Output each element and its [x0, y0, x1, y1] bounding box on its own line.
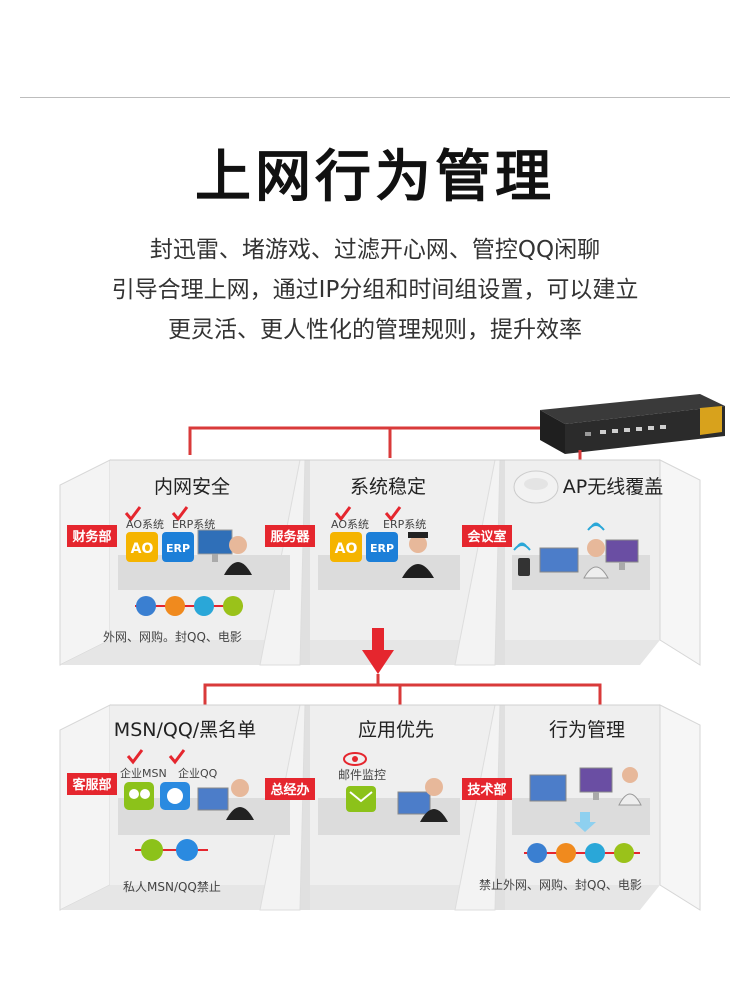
dept-tag-label: 财务部 — [72, 529, 111, 545]
room-ap-wireless-content — [513, 470, 639, 579]
app-label: 邮件监控 — [338, 768, 386, 782]
check-icon — [334, 506, 352, 522]
dept-tag-label: 会议室 — [467, 529, 506, 545]
person-icon — [425, 778, 443, 796]
room-system-stability-content: AO系统 ERP系统 AO ERP — [330, 506, 434, 578]
room-msn-qq-content: 企业MSN 企业QQ 私人MSN/QQ禁止 — [120, 749, 254, 894]
room-title-ap-wireless: AP无线覆盖 — [563, 476, 663, 498]
person-icon — [622, 767, 638, 783]
room-intranet-security-content: AO系统 ERP系统 AO ERP 外网、网购。封QQ、电影 — [103, 506, 252, 644]
blocked-app-icon — [614, 843, 634, 863]
check-icon — [124, 506, 142, 522]
blocked-qq-icon — [176, 839, 198, 861]
top-divider — [20, 97, 730, 98]
dept-tag-meeting-room: 会议室 — [462, 525, 512, 547]
top-connection-lines — [188, 426, 582, 460]
app-label: AO系统 — [126, 518, 164, 531]
person-icon — [231, 779, 249, 797]
phone-icon — [518, 558, 530, 576]
wifi-icon — [587, 522, 605, 531]
msn-icon — [124, 782, 154, 810]
svg-text:ERP: ERP — [370, 542, 394, 555]
person-icon — [229, 536, 247, 554]
app-label: 企业QQ — [178, 766, 218, 780]
dept-tag-customer-service: 客服部 — [67, 773, 117, 795]
check-icon — [168, 749, 186, 765]
check-icon — [171, 506, 189, 522]
laptop-icon — [197, 787, 229, 811]
dept-tag-general-office: 总经办 — [265, 778, 315, 800]
room-app-priority-content: 邮件监控 — [338, 752, 448, 822]
erp-system-icon — [162, 532, 194, 562]
description-line-3: 更灵活、更人性化的管理规则，提升效率 — [168, 317, 582, 343]
svg-text:AO: AO — [131, 541, 154, 557]
app-label: ERP系统 — [172, 518, 215, 531]
room-title-intranet-security: 内网安全 — [154, 476, 230, 498]
description-line-2: 引导合理上网，通过IP分组和时间组设置，可以建立 — [111, 277, 639, 303]
eye-icon — [343, 752, 367, 766]
ao-system-icon — [126, 532, 158, 562]
room-title-system-stability: 系统稳定 — [350, 476, 426, 498]
blocked-app-icon — [194, 596, 214, 616]
check-icon — [384, 506, 402, 522]
erp-system-icon — [366, 532, 398, 562]
room-title-behavior-management: 行为管理 — [549, 719, 625, 741]
person-icon — [587, 539, 605, 557]
monitor-icon — [579, 767, 613, 793]
blocked-app-icon — [585, 843, 605, 863]
blocked-app-icon — [136, 596, 156, 616]
wifi-icon — [513, 542, 531, 551]
blocked-app-icon — [223, 596, 243, 616]
router-device — [540, 394, 725, 454]
dept-tag-finance: 财务部 — [67, 525, 117, 547]
monitor-icon — [605, 539, 639, 563]
arrow-down — [362, 628, 394, 674]
svg-text:ERP: ERP — [166, 542, 190, 555]
page-title: 上网行为管理 — [195, 145, 555, 210]
dept-tag-server: 服务器 — [265, 525, 315, 547]
description-line-1: 封迅雷、堵游戏、过滤开心网、管控QQ闲聊 — [149, 237, 601, 263]
dept-tag-label: 客服部 — [72, 777, 111, 793]
laptop-icon — [529, 774, 567, 802]
blocked-app-icon — [527, 843, 547, 863]
app-label: ERP系统 — [383, 518, 426, 531]
monitor-icon — [197, 529, 233, 555]
arrow-down-icon — [574, 812, 596, 832]
dept-tag-label: 服务器 — [270, 529, 310, 545]
blocked-app-icon — [165, 596, 185, 616]
ao-system-icon — [330, 532, 362, 562]
network-diagram: 内网安全 系统稳定 AP无线覆盖 MSN/QQ/黑名单 应用优先 行为管理 财务… — [59, 394, 725, 911]
app-label: AO系统 — [331, 518, 369, 531]
blocked-app-icon — [556, 843, 576, 863]
room-title-app-priority: 应用优先 — [358, 719, 434, 741]
svg-text:AO: AO — [335, 541, 358, 557]
dept-tag-label: 总经办 — [270, 782, 309, 798]
room-behavior-management-content: 禁止外网、网购、封QQ、电影 — [479, 767, 642, 892]
room-footer: 禁止外网、网购、封QQ、电影 — [479, 877, 642, 892]
room-title-msn-qq-blacklist: MSN/QQ/黑名单 — [114, 719, 256, 741]
room-footer: 私人MSN/QQ禁止 — [123, 880, 221, 894]
mail-icon — [346, 786, 376, 812]
blocked-msn-icon — [141, 839, 163, 861]
room-footer: 外网、网购。封QQ、电影 — [103, 629, 242, 644]
laptop-icon — [539, 547, 579, 573]
dept-tag-label: 技术部 — [467, 782, 506, 798]
app-label: 企业MSN — [120, 766, 167, 780]
dept-tag-tech: 技术部 — [462, 778, 512, 800]
check-icon — [126, 749, 144, 765]
person-icon — [409, 535, 427, 553]
laptop-icon — [397, 791, 431, 815]
